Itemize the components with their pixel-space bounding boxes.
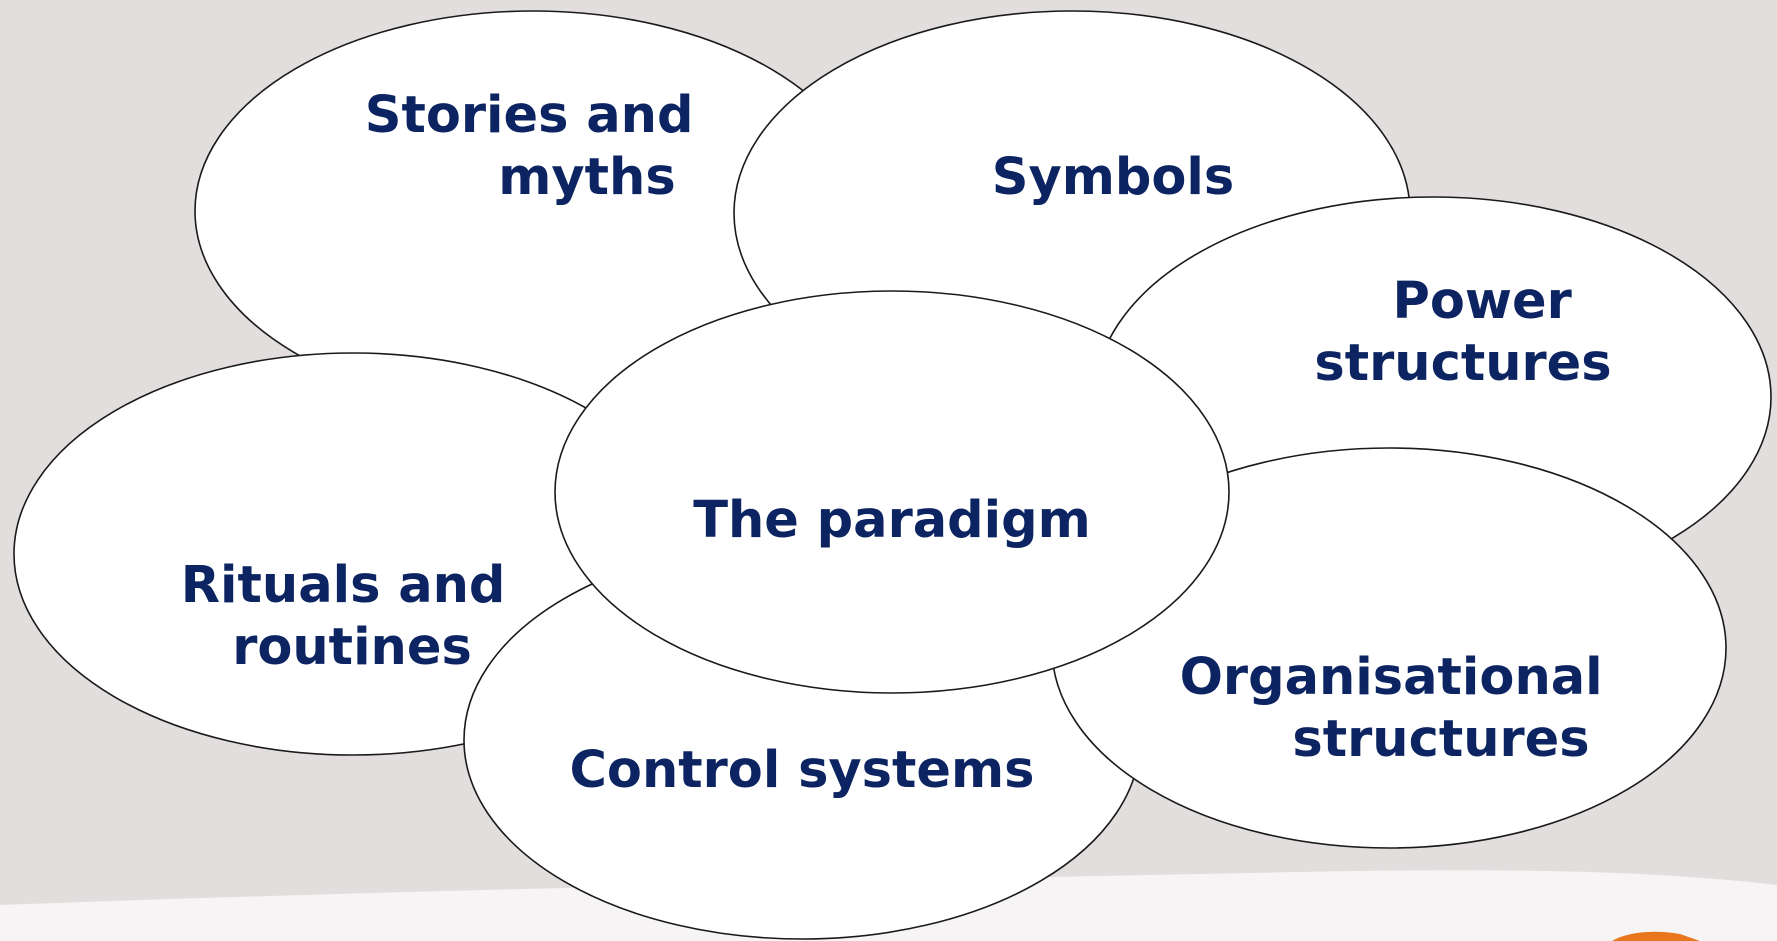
label-stories-and-myths: Stories and myths — [365, 86, 711, 207]
ellipse-the-paradigm — [554, 290, 1230, 694]
label-organisational-line-1: Organisational — [1180, 648, 1603, 707]
label-power-structures: Power structures — [1314, 272, 1611, 393]
label-the-paradigm: The paradigm — [693, 491, 1091, 550]
label-power-line-2: structures — [1314, 334, 1611, 393]
label-control-systems: Control systems — [569, 741, 1034, 800]
label-organisational-line-2: structures — [1292, 710, 1589, 769]
label-paradigm-line-1: The paradigm — [693, 491, 1091, 550]
label-stories-line-1: Stories and — [365, 86, 694, 145]
label-rituals-and-routines: Rituals and routines — [181, 556, 523, 677]
label-rituals-line-2: routines — [232, 618, 472, 677]
label-control-line-1: Control systems — [569, 741, 1034, 800]
label-power-line-1: Power — [1392, 272, 1571, 331]
label-rituals-line-1: Rituals and — [181, 556, 506, 615]
label-symbols: Symbols — [992, 148, 1235, 207]
label-organisational-structures: Organisational structures — [1180, 648, 1621, 769]
corner-accent-shape — [1612, 931, 1700, 941]
label-stories-line-2: myths — [498, 148, 675, 207]
label-symbols-line-1: Symbols — [992, 148, 1235, 207]
